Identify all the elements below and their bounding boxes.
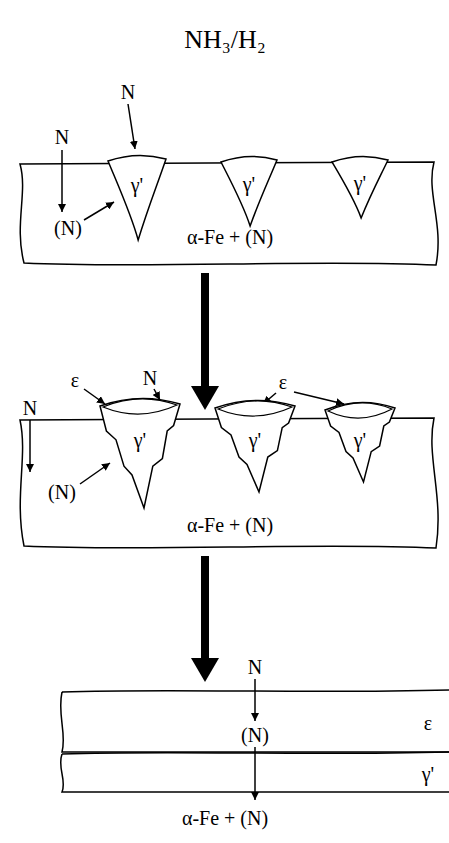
grain-outline <box>332 156 388 218</box>
annotation-label: ε <box>279 372 287 392</box>
grain-outline <box>100 398 180 508</box>
grain-outline <box>108 155 166 240</box>
epsilon-cap <box>103 399 177 414</box>
nitride-grain: γ' <box>332 156 388 218</box>
diagram-title: NH₃/H₂ <box>184 27 266 53</box>
annotation-label: N <box>55 127 69 147</box>
phase-label: γ' <box>131 175 143 195</box>
epsilon-cap <box>218 401 292 416</box>
epsilon-cap <box>328 403 392 418</box>
annotation-label: N <box>121 82 135 102</box>
annotation-label: N <box>248 657 262 677</box>
phase-label: α-Fe + (N) <box>187 515 273 535</box>
nitride-grain: γ' <box>100 398 180 508</box>
diffusion-arrow <box>29 420 31 472</box>
stage-arrow <box>201 556 209 668</box>
diffusion-arrow <box>128 104 135 149</box>
diffusion-arrow <box>80 463 110 484</box>
band-outline <box>61 752 449 792</box>
annotation-label: (N) <box>54 218 82 238</box>
substrate-slab: α-Fe + (N) γ' γ' γ' <box>20 418 440 548</box>
node-outline <box>108 155 166 240</box>
annotation-label: N <box>143 368 157 388</box>
annotation-label: N <box>23 398 37 418</box>
phase-label: γ' <box>134 430 146 450</box>
nitride-grain: γ' <box>108 155 166 240</box>
diffusion-arrow <box>84 202 114 220</box>
phase-label: γ' <box>422 764 434 784</box>
phase-label: α-Fe + (N) <box>187 227 273 247</box>
grain-outline <box>325 402 395 482</box>
leader-arrow <box>84 389 105 404</box>
diffusion-arrow <box>254 679 256 721</box>
phase-label: γ' <box>243 174 255 194</box>
stage-arrow <box>201 273 209 396</box>
node-outline <box>100 398 180 508</box>
phase-label: γ' <box>354 430 366 450</box>
annotation-label: (N) <box>48 482 76 502</box>
phase-label: γ' <box>354 173 366 193</box>
compound-layer: (N) ε <box>62 690 449 752</box>
phase-label: γ' <box>249 430 261 450</box>
phase-label: ε <box>424 713 432 733</box>
substrate-slab: α-Fe + (N) γ' γ' γ' <box>20 162 440 265</box>
annotation-label: ε <box>71 370 79 390</box>
node-outline <box>62 752 449 792</box>
grain-outline <box>215 400 295 492</box>
nitride-grain: γ' <box>215 400 295 492</box>
compound-layer: γ' <box>62 752 449 792</box>
annotation-label: α-Fe + (N) <box>182 808 268 828</box>
nitride-grain: γ' <box>221 156 277 226</box>
diffusion-arrow <box>61 150 63 212</box>
band-outline <box>61 690 449 752</box>
phase-label: (N) <box>241 725 269 745</box>
leader-arrow <box>294 392 344 404</box>
nitride-grain: γ' <box>325 402 395 482</box>
grain-outline <box>221 156 277 226</box>
